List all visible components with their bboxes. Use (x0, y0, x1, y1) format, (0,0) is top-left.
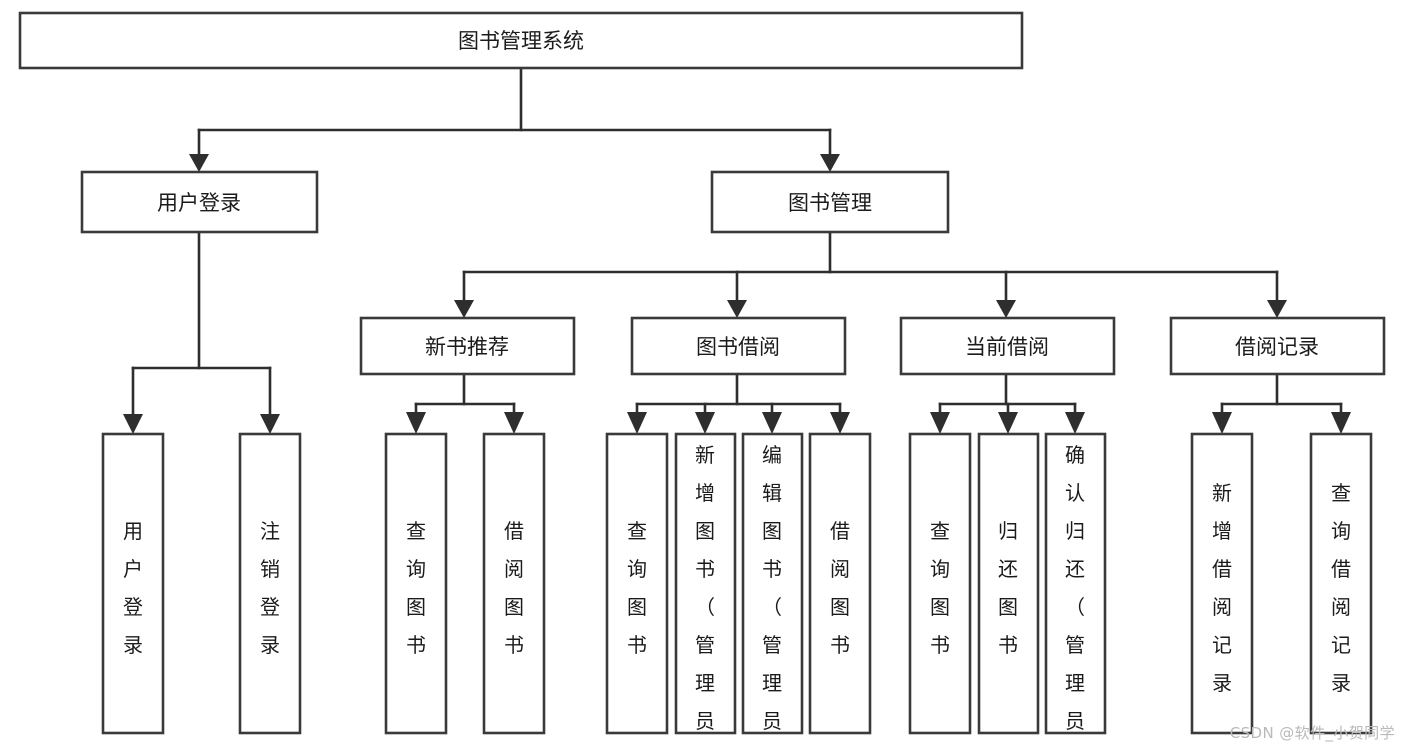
node-current[interactable]: 当前借阅 (899, 316, 1116, 376)
arrow-head-login-1 (123, 414, 143, 434)
node-login-1[interactable]: 用户登录 (101, 432, 165, 735)
node-login-2[interactable]: 注销登录 (238, 432, 302, 735)
node-newbook-1[interactable]: 查询图书 (384, 432, 448, 735)
node-borrow-3[interactable]: 编辑图书（管理员） (741, 432, 804, 747)
node-login-1-label: 用户登录 (123, 519, 143, 657)
arrow-head-borrow-4 (830, 412, 850, 434)
node-records[interactable]: 借阅记录 (1169, 316, 1386, 376)
node-current-1[interactable]: 查询图书 (908, 432, 972, 735)
node-root-label: 图书管理系统 (458, 29, 584, 53)
arrow-head-to-login (189, 154, 209, 172)
node-newbook-2-label: 借阅图书 (504, 519, 524, 657)
node-bookmgmt-label: 图书管理 (788, 191, 872, 215)
node-current-2-label: 归还图书 (998, 519, 1018, 657)
node-root[interactable]: 图书管理系统 (18, 11, 1024, 70)
node-records-label: 借阅记录 (1235, 335, 1319, 359)
arrow-head-current-1 (930, 412, 950, 434)
node-newbook-label: 新书推荐 (425, 335, 509, 359)
arrow-head-login-2 (260, 414, 280, 434)
node-newbook[interactable]: 新书推荐 (359, 316, 576, 376)
node-current-1-label: 查询图书 (930, 519, 950, 657)
node-bookmgmt[interactable]: 图书管理 (710, 170, 950, 234)
node-borrow-4[interactable]: 借阅图书 (808, 432, 872, 735)
node-current-3-label: 确认归还（管理员） (1065, 443, 1085, 747)
node-borrow-label: 图书借阅 (696, 335, 780, 359)
arrow-head-borrow-2 (695, 412, 715, 434)
arrow-head-to-bookmgmt (820, 154, 840, 172)
arrow-head-records-2 (1331, 412, 1351, 434)
arrow-head-newbook-1 (406, 412, 426, 434)
node-current-label: 当前借阅 (965, 335, 1049, 359)
arrow-head-current-3 (1065, 412, 1085, 434)
node-login[interactable]: 用户登录 (80, 170, 319, 234)
node-borrow-3-label: 编辑图书（管理员） (762, 443, 782, 747)
node-login-2-label: 注销登录 (260, 519, 280, 657)
node-borrow-1[interactable]: 查询图书 (605, 432, 669, 735)
node-records-1[interactable]: 新增借阅记录 (1190, 432, 1254, 735)
arrow-head-newbook-2 (504, 412, 524, 434)
node-login-label: 用户登录 (157, 191, 241, 215)
node-borrow-2-label: 新增图书（管理员） (695, 443, 715, 747)
arrow-head-current-2 (998, 412, 1018, 434)
arrow-head-to-borrow (727, 300, 747, 318)
node-records-1-label: 新增借阅记录 (1212, 481, 1232, 695)
watermark-text: CSDN @软件_小贺同学 (1229, 724, 1395, 742)
node-borrow-2[interactable]: 新增图书（管理员） (674, 432, 737, 747)
node-newbook-2[interactable]: 借阅图书 (482, 432, 546, 735)
arrow-head-borrow-3 (762, 412, 782, 434)
arrow-head-borrow-1 (627, 412, 647, 434)
connector-group (123, 66, 1351, 434)
node-borrow-1-label: 查询图书 (627, 519, 647, 657)
arrow-head-to-newbook (454, 300, 474, 318)
node-records-2[interactable]: 查询借阅记录 (1309, 432, 1373, 735)
node-current-2[interactable]: 归还图书 (977, 432, 1040, 735)
arrow-head-to-current (996, 300, 1016, 318)
node-records-2-label: 查询借阅记录 (1331, 481, 1351, 695)
node-current-3[interactable]: 确认归还（管理员） (1044, 432, 1107, 747)
node-borrow-4-label: 借阅图书 (830, 519, 850, 657)
arrow-head-to-records (1267, 300, 1287, 318)
arrow-head-records-1 (1212, 412, 1232, 434)
node-newbook-1-label: 查询图书 (406, 519, 426, 657)
node-borrow[interactable]: 图书借阅 (630, 316, 847, 376)
